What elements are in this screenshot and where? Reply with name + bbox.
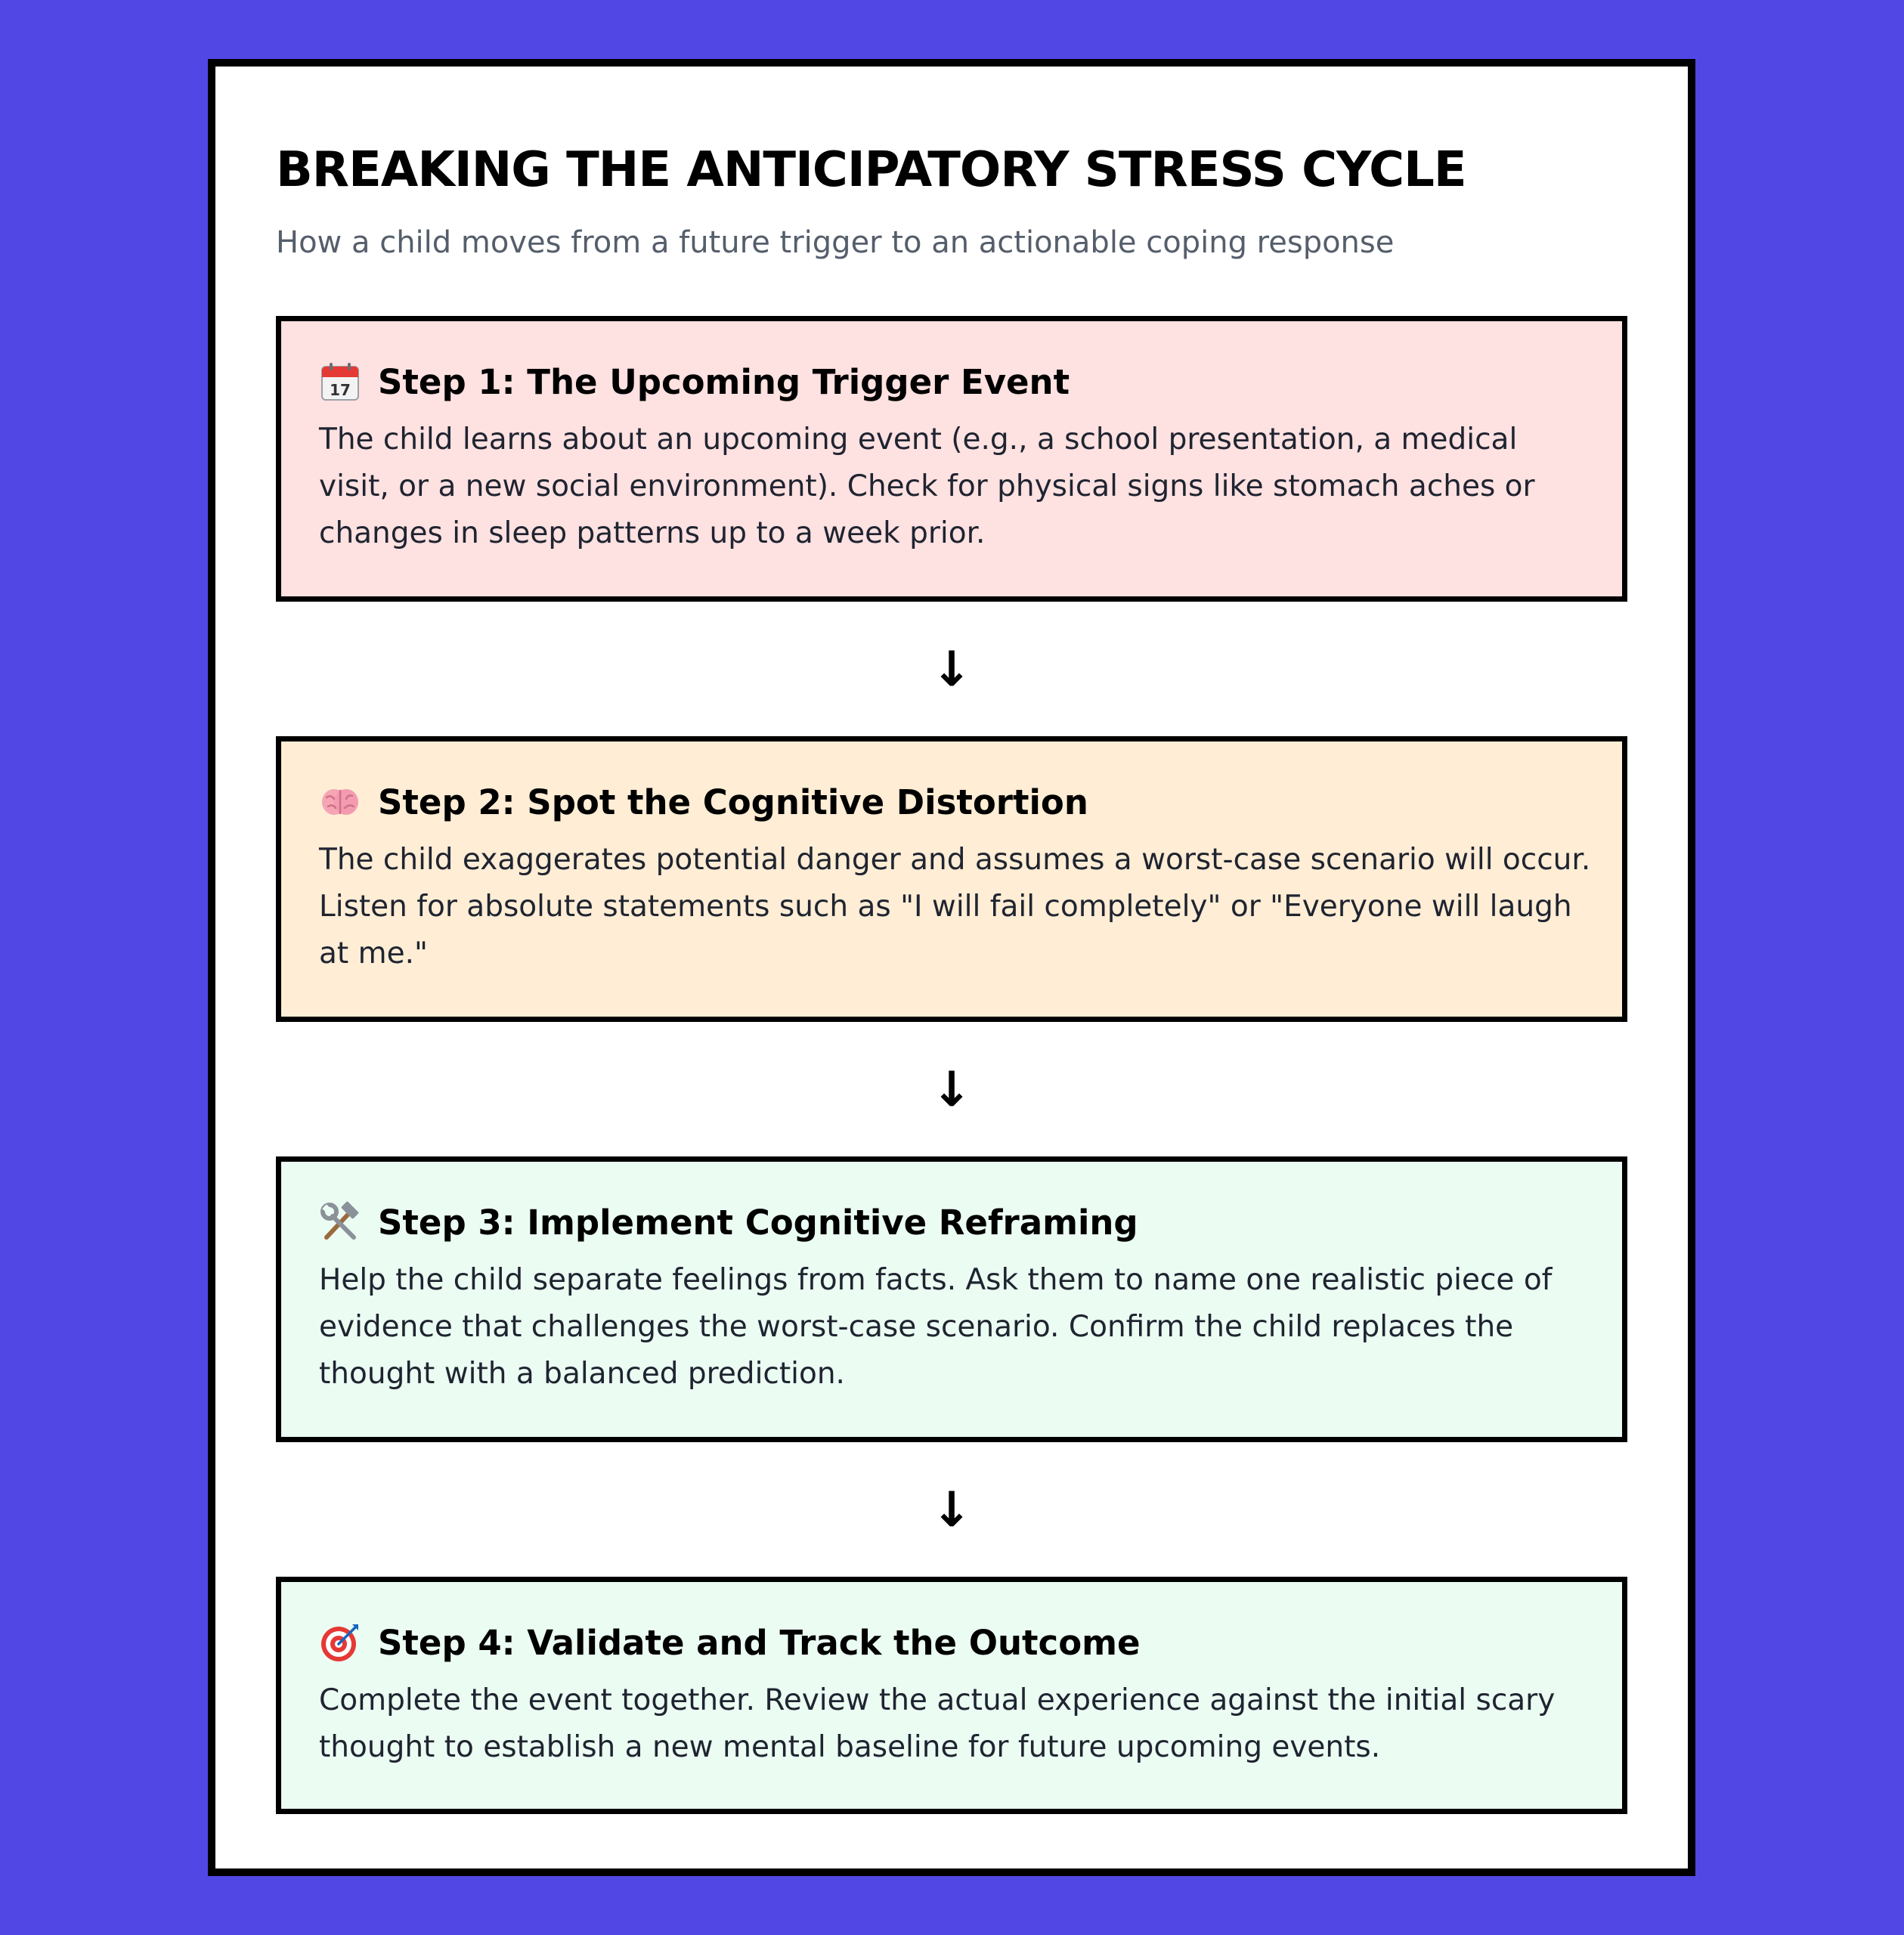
page-subtitle: How a child moves from a future trigger … bbox=[276, 225, 1395, 260]
step-2-header: Step 2: Spot the Cognitive Distortion bbox=[319, 779, 1584, 825]
page-title: BREAKING THE ANTICIPATORY STRESS CYCLE bbox=[276, 142, 1467, 198]
step-3-header: Step 3: Implement Cognitive Reframing bbox=[319, 1200, 1584, 1245]
step-2-title: Step 2: Spot the Cognitive Distortion bbox=[378, 782, 1088, 822]
step-1-title: Step 1: The Upcoming Trigger Event bbox=[378, 361, 1070, 402]
calendar-icon: 17 bbox=[321, 363, 359, 401]
step-4-header: Step 4: Validate and Track the Outcome bbox=[319, 1620, 1584, 1665]
hammer-wrench-icon bbox=[320, 1201, 359, 1240]
step-4-title: Step 4: Validate and Track the Outcome bbox=[378, 1622, 1141, 1663]
step-3-description: Help the child separate feelings from fa… bbox=[319, 1263, 1553, 1391]
brain-icon bbox=[322, 789, 358, 815]
step-2-box: Step 2: Spot the Cognitive Distortion Th… bbox=[276, 736, 1627, 1022]
step-3-box: Step 3: Implement Cognitive Reframing He… bbox=[276, 1156, 1627, 1442]
flow-card: BREAKING THE ANTICIPATORY STRESS CYCLE H… bbox=[208, 59, 1695, 1876]
step-1-header: 17 Step 1: The Upcoming Trigger Event bbox=[319, 359, 1584, 404]
arrow-down-icon: ↓ bbox=[931, 1482, 972, 1538]
target-icon bbox=[321, 1624, 358, 1661]
step-1-description: The child learns about an upcoming event… bbox=[319, 423, 1535, 550]
step-4-description: Complete the event together. Review the … bbox=[319, 1683, 1556, 1764]
step-2-description: The child exaggerates potential danger a… bbox=[319, 843, 1591, 971]
arrow-down-icon: ↓ bbox=[931, 1062, 972, 1118]
step-1-box: 17 Step 1: The Upcoming Trigger Event Th… bbox=[276, 316, 1627, 602]
svg-text:17: 17 bbox=[330, 381, 351, 399]
arrow-down-icon: ↓ bbox=[931, 642, 972, 698]
step-4-box: Step 4: Validate and Track the Outcome C… bbox=[276, 1577, 1627, 1814]
step-3-title: Step 3: Implement Cognitive Reframing bbox=[378, 1202, 1138, 1243]
